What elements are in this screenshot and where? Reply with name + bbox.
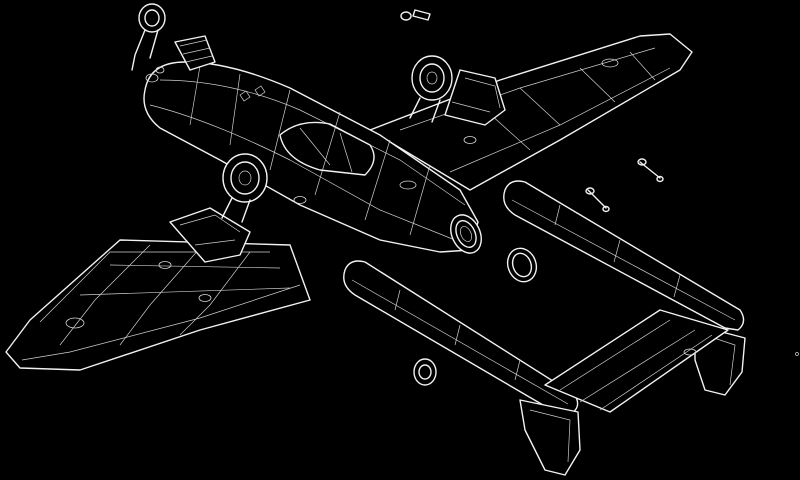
right-gear-bay bbox=[444, 69, 506, 126]
fuselage bbox=[143, 61, 479, 253]
horizontal-tailplane bbox=[544, 309, 729, 413]
left-tail-boom bbox=[343, 260, 581, 476]
loose-parts bbox=[400, 9, 799, 386]
small-part-2 bbox=[412, 9, 431, 21]
nose-wheel bbox=[138, 3, 166, 33]
left-fin bbox=[519, 399, 581, 476]
jet-exhaust bbox=[450, 214, 482, 254]
right-main-gear bbox=[409, 55, 506, 126]
exhaust-ring bbox=[506, 247, 538, 283]
left-gear-bay bbox=[169, 207, 251, 263]
left-wing bbox=[5, 239, 311, 371]
nose-landing-gear bbox=[131, 3, 216, 71]
left-main-wheel bbox=[222, 153, 268, 203]
left-main-gear bbox=[169, 153, 268, 263]
strut-part-2 bbox=[587, 189, 607, 209]
spare-wheel bbox=[413, 358, 437, 386]
right-main-wheel bbox=[411, 55, 453, 101]
small-part-1 bbox=[400, 11, 412, 21]
nose-gear-bay bbox=[174, 35, 216, 71]
cockpit-canopy bbox=[279, 121, 375, 176]
